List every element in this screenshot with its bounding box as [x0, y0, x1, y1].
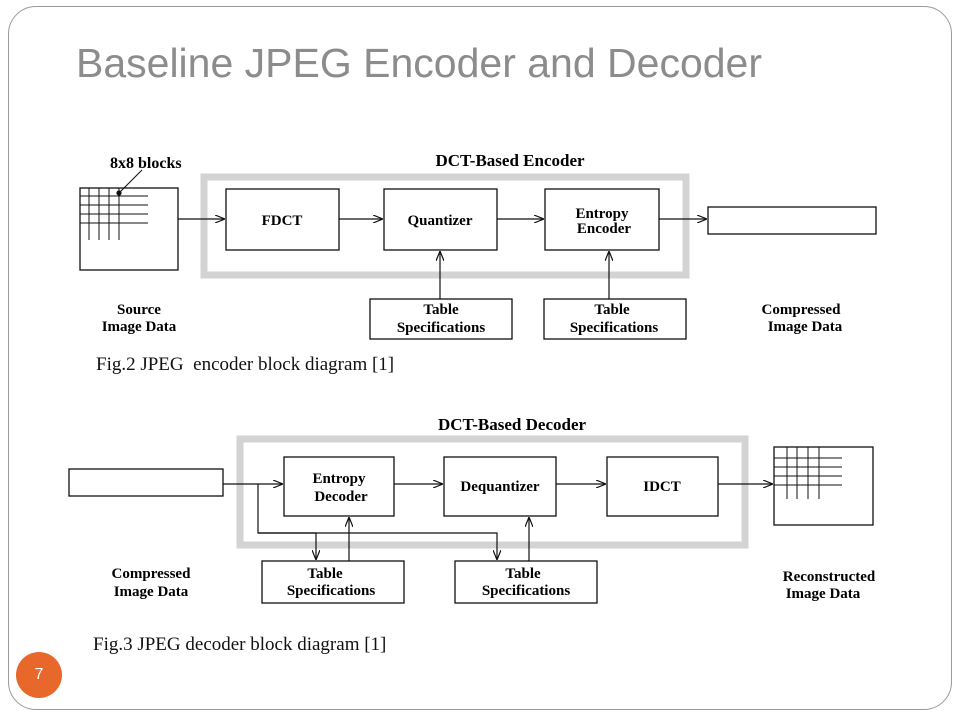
dequantizer-label: Dequantizer	[460, 479, 539, 495]
slide-frame	[8, 6, 952, 710]
quantizer-label: Quantizer	[408, 213, 473, 229]
encoder-table-spec-1-line2: Specifications	[397, 320, 485, 336]
encoder-diagram: DCT-Based Encoder 8x8 blocks FDCT Quanti…	[79, 151, 877, 340]
encoder-table-spec-2-line1: Table	[594, 302, 630, 318]
reconstructed-image-grid	[773, 446, 874, 526]
encoder-table-spec-1	[369, 298, 513, 340]
compressed-label-1: Compressed	[762, 302, 842, 318]
reconstructed-label-2: Image Data	[786, 586, 861, 602]
decoder-group-frame	[236, 435, 749, 549]
fdct-block	[225, 188, 340, 251]
entropy-decoder-block	[283, 456, 395, 517]
decoder-caption: Fig.3 JPEG decoder block diagram [1]	[93, 634, 387, 655]
decoder-table-spec-1	[261, 560, 405, 604]
encoder-table-spec-2-line2: Specifications	[570, 320, 658, 336]
decoder-compressed-label-1: Compressed	[112, 566, 192, 582]
source-image-grid	[79, 169, 179, 271]
decoder-table-spec-2-line1: Table	[505, 566, 541, 582]
page-number-badge: 7	[16, 652, 62, 698]
encoder-group-frame	[200, 173, 690, 279]
entropy-encoder-block	[544, 188, 660, 251]
encoder-table-spec-1-line1: Table	[423, 302, 459, 318]
entropy-decoder-label-1: Entropy	[312, 471, 366, 487]
decoder-table-spec-2-line2: Specifications	[482, 583, 570, 599]
encoder-table-spec-2	[543, 298, 687, 340]
entropy-encoder-label-1: Entropy	[575, 206, 629, 222]
encoder-caption: Fig.2 JPEG encoder block diagram [1]	[96, 354, 395, 375]
compressed-output-bar	[707, 206, 877, 235]
decoder-table-spec-1-line2: Specifications	[287, 583, 375, 599]
idct-label: IDCT	[643, 479, 681, 495]
decoder-compressed-label-2: Image Data	[114, 584, 189, 600]
decoder-diagram: DCT-Based Decoder Entropy Decoder Dequan…	[68, 415, 876, 604]
entropy-encoder-label-2: Encoder	[577, 221, 632, 237]
idct-block	[606, 456, 719, 517]
entropy-decoder-label-2: Decoder	[314, 489, 368, 505]
encoder-group-label: DCT-Based Encoder	[435, 151, 585, 170]
source-label-1: Source	[117, 302, 161, 318]
compressed-label-2: Image Data	[768, 319, 843, 335]
decoder-group-label: DCT-Based Decoder	[438, 415, 587, 434]
slide-title: Baseline JPEG Encoder and Decoder	[76, 40, 763, 86]
compressed-input-bar	[68, 468, 224, 497]
fdct-label: FDCT	[262, 213, 303, 229]
blocks-label: 8x8 blocks	[110, 155, 182, 172]
decoder-table-spec-2	[454, 560, 598, 604]
decoder-table-spec-1-line1: Table	[307, 566, 343, 582]
source-label-2: Image Data	[102, 319, 177, 335]
reconstructed-label-1: Reconstructed	[783, 569, 876, 585]
dequantizer-block	[443, 456, 557, 517]
